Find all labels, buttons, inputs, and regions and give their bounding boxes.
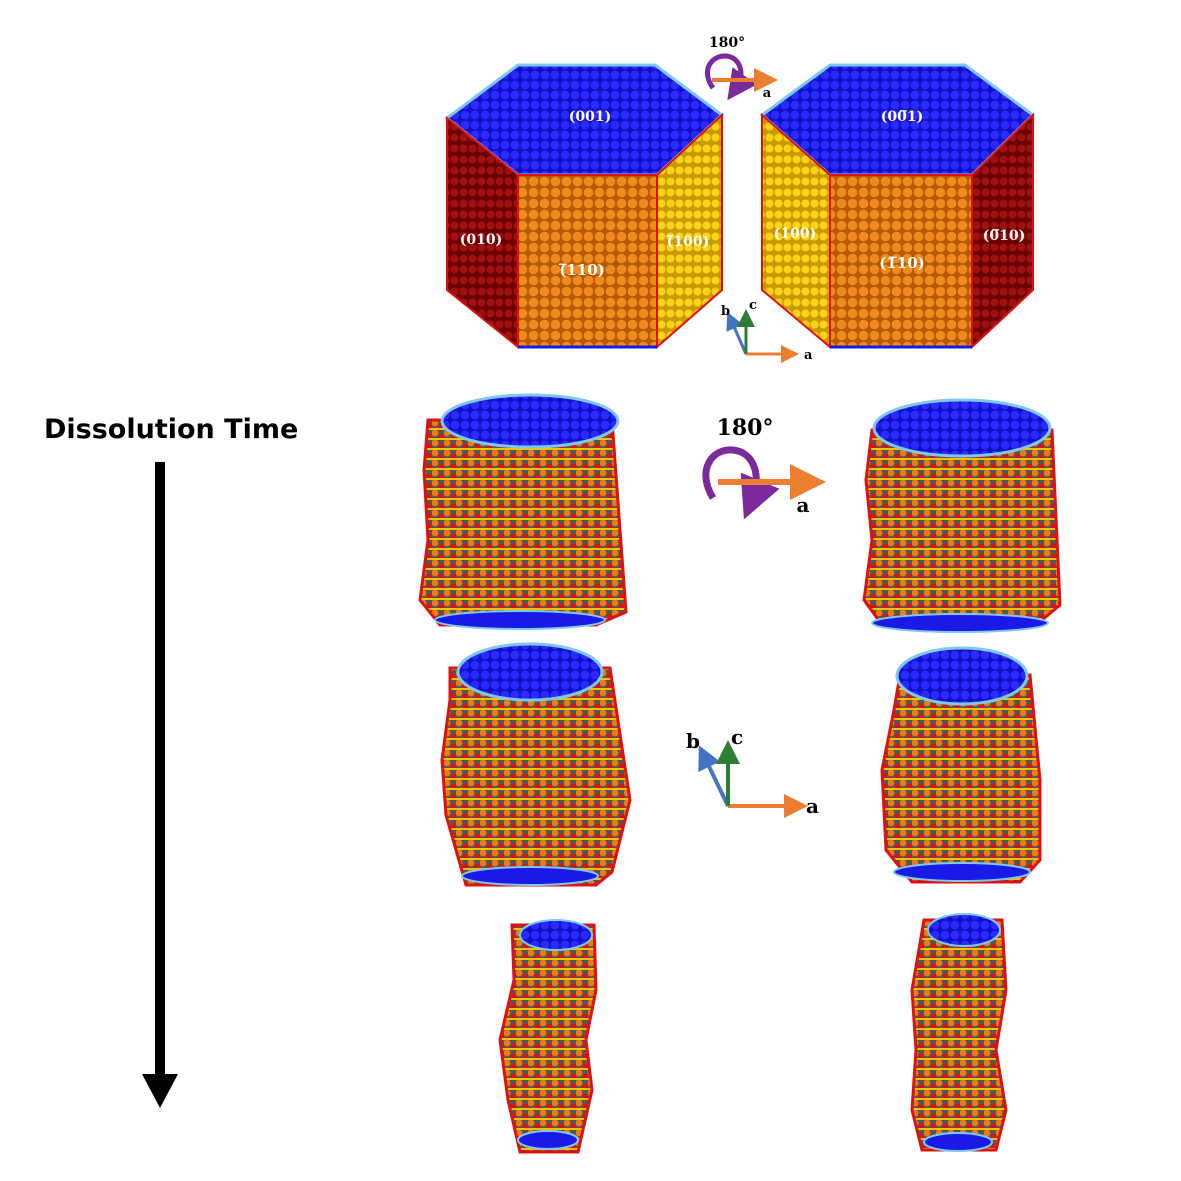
crystal-initial-right (759, 63, 1036, 350)
face-label-right-top: (00̅1) (881, 109, 923, 125)
axes-triad-small (726, 309, 799, 363)
dissolution-time-arrow (142, 462, 178, 1108)
crystal-initial-left (444, 63, 725, 350)
crystal-early-right (862, 398, 1062, 633)
axes-triad-large (698, 740, 808, 818)
dissolution-time-label: Dissolution Time (44, 414, 299, 445)
rotation-axis-large: a (797, 493, 810, 517)
axis-a-large: a (806, 794, 819, 818)
rotation-icon-large (702, 446, 826, 520)
rotation-angle-large: 180° (717, 415, 774, 441)
axis-b-small: b (721, 304, 730, 319)
face-label-left-right: (̅100) (666, 234, 709, 250)
rotation-angle-small: 180° (709, 35, 745, 51)
face-label-right-right: (0̅10) (983, 228, 1025, 244)
face-label-left-left: (010) (460, 232, 502, 248)
face-label-left-top: (001) (569, 109, 611, 125)
crystal-middle-left (440, 642, 632, 887)
rotation-icon-small (705, 53, 778, 101)
axis-c-small: c (749, 298, 757, 313)
crystal-middle-right (880, 646, 1042, 884)
face-label-left-front: (̅110) (558, 261, 604, 279)
crystal-late-left (498, 919, 598, 1154)
crystal-early-left (418, 393, 628, 630)
rotation-axis-small: a (763, 86, 772, 101)
axis-c-large: c (731, 725, 743, 749)
face-label-right-left: (100) (774, 226, 816, 242)
axis-a-small: a (804, 348, 813, 363)
axis-b-large: b (686, 729, 700, 753)
face-label-right-front: (1̅10) (879, 254, 925, 272)
crystal-late-right (910, 913, 1008, 1152)
